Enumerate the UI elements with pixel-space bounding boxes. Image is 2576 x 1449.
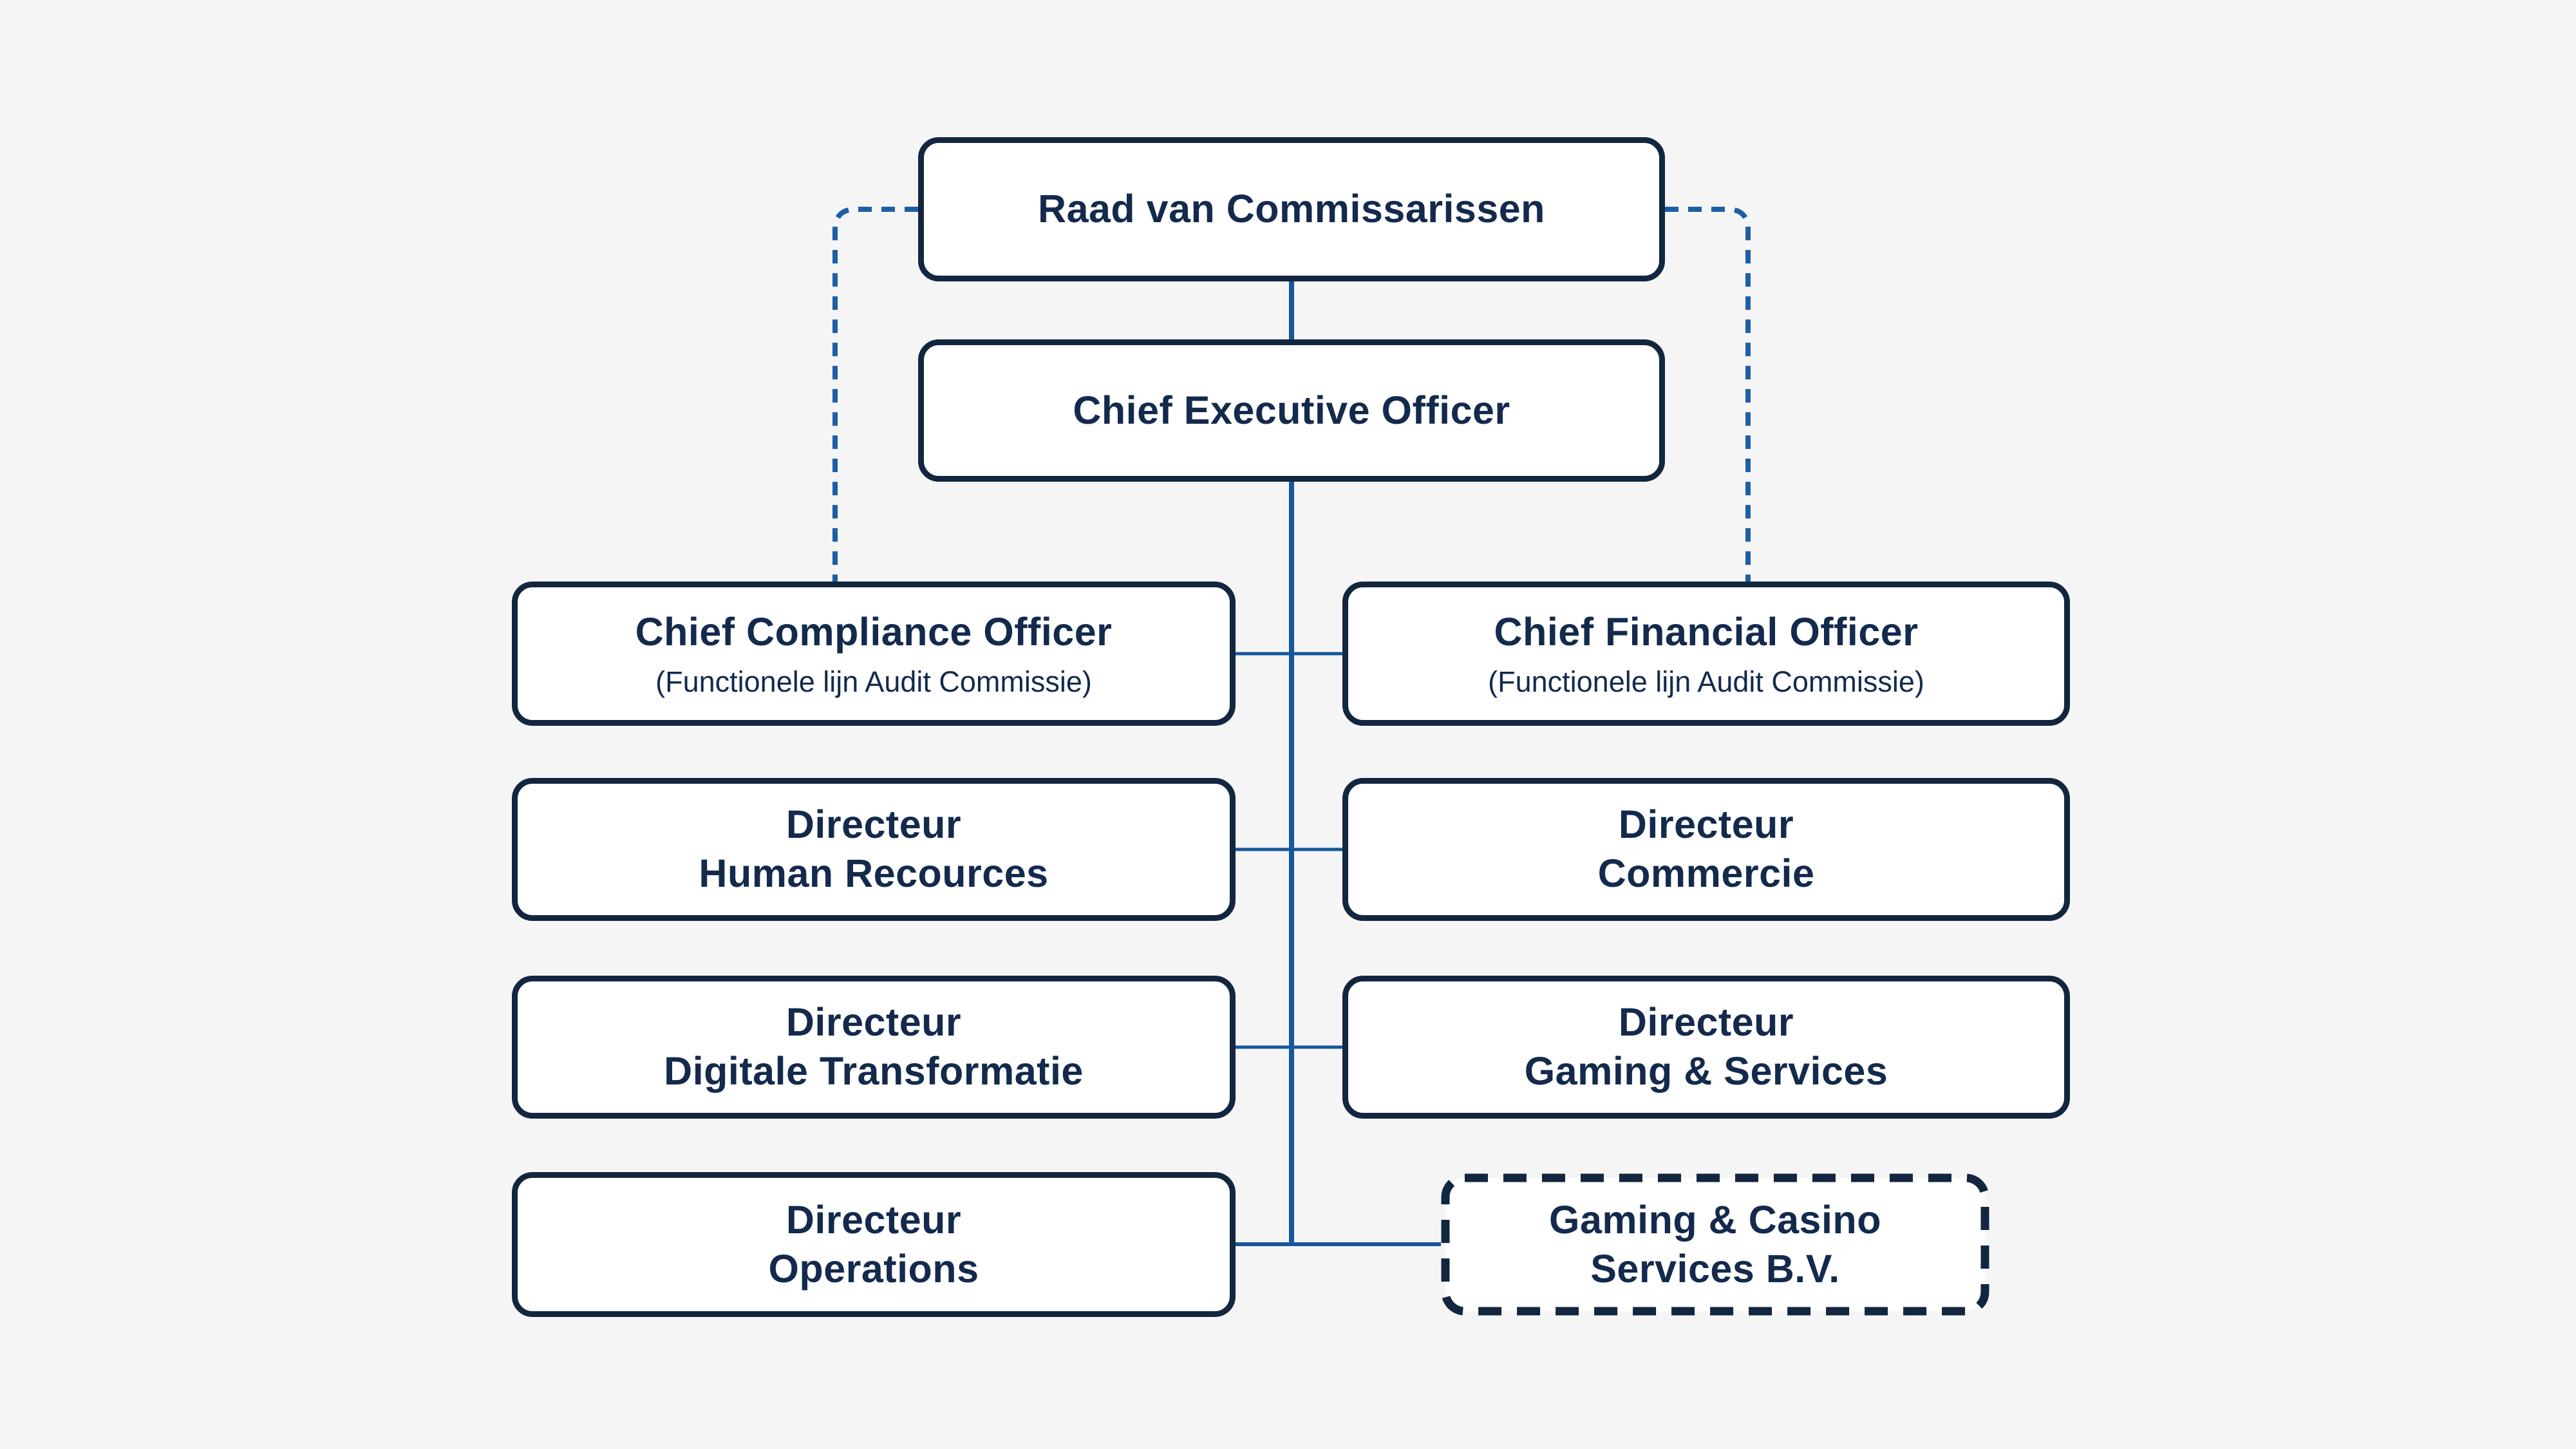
box-chief-financial-officer: Chief Financial Officer (Functionele lij… xyxy=(1342,582,2070,726)
box-title-line1: Directeur xyxy=(785,1197,962,1242)
box-title-line2: Services B.V. xyxy=(1590,1246,1840,1291)
box-raad-van-commissarissen: Raad van Commissarissen xyxy=(918,137,1665,281)
box-chief-executive-officer: Chief Executive Officer xyxy=(918,339,1665,482)
box-directeur-operations: Directeur Operations xyxy=(512,1172,1236,1317)
box-title-line2: Operations xyxy=(768,1246,979,1291)
box-directeur-commercie: Directeur Commercie xyxy=(1342,778,2070,921)
box-title-line2: Human Recources xyxy=(699,851,1049,895)
box-title: Chief Compliance Officer xyxy=(635,610,1113,654)
box-title-line1: Gaming & Casino xyxy=(1549,1197,1881,1242)
box-title-line2: Commercie xyxy=(1597,851,1815,895)
box-gaming-casino-services-bv: Gaming & Casino Services B.V. xyxy=(1441,1173,1989,1316)
box-subtitle: (Functionele lijn Audit Commissie) xyxy=(655,665,1092,698)
dashed-box-content: Gaming & Casino Services B.V. xyxy=(1549,1196,1881,1293)
dashed-box-border xyxy=(1441,1173,1989,1316)
box-title: Chief Financial Officer xyxy=(1494,610,1919,654)
box-subtitle: (Functionele lijn Audit Commissie) xyxy=(1488,665,1924,698)
box-title-line2: Gaming & Services xyxy=(1524,1049,1888,1093)
dashed-connector-raad-to-cco xyxy=(832,207,918,582)
box-title-line1: Directeur xyxy=(785,802,962,847)
box-chief-compliance-officer: Chief Compliance Officer (Functionele li… xyxy=(512,582,1236,726)
box-title: Raad van Commissarissen xyxy=(1038,187,1545,231)
box-title-line1: Directeur xyxy=(1618,802,1794,847)
box-directeur-digitale-transformatie: Directeur Digitale Transformatie xyxy=(512,976,1236,1119)
box-title-line1: Directeur xyxy=(785,1000,962,1045)
box-directeur-gaming-services: Directeur Gaming & Services xyxy=(1342,976,2070,1119)
dashed-connector-raad-to-cfo xyxy=(1665,207,1751,582)
box-title: Chief Executive Officer xyxy=(1073,388,1510,432)
box-title-line2: Digitale Transformatie xyxy=(664,1049,1084,1093)
box-title-line1: Directeur xyxy=(1618,1000,1794,1045)
box-directeur-human-recources: Directeur Human Recources xyxy=(512,778,1236,921)
dashed-box-frame xyxy=(1441,1173,1989,1316)
